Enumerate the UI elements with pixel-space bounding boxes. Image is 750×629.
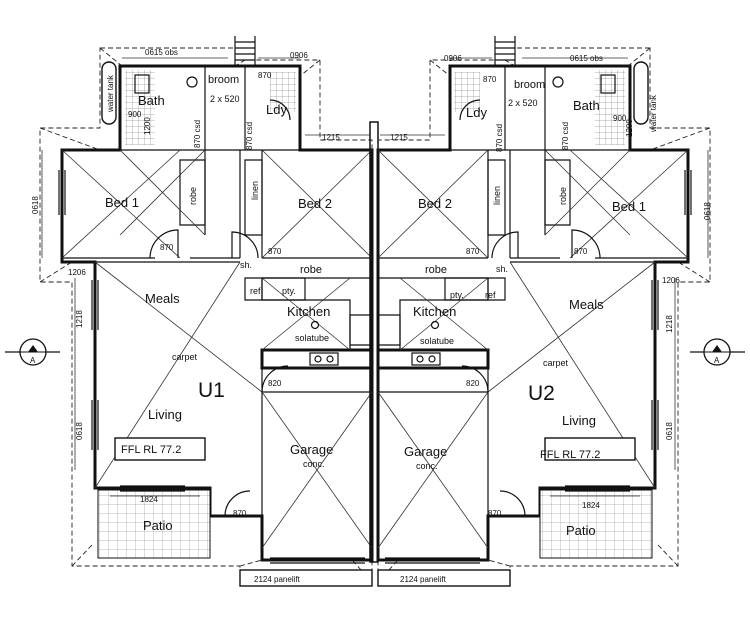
- garage-floor: conc.: [416, 461, 438, 471]
- dim-csd-bath: 870 csd: [561, 122, 570, 150]
- room-patio: Patio: [143, 518, 173, 533]
- dim-1206: 1206: [68, 268, 86, 277]
- dim-870-bed1: 870: [574, 247, 588, 256]
- dim-870-patio: 870: [488, 509, 502, 518]
- section-label: A: [714, 356, 720, 365]
- robe-bed-1: robe: [188, 187, 198, 205]
- robe-hall: robe: [300, 264, 322, 276]
- dim-1218: 1218: [665, 315, 674, 333]
- dim-0618-top: 0618: [703, 202, 712, 220]
- carpet-label: carpet: [543, 358, 569, 368]
- broom-label: broom: [514, 79, 545, 91]
- room-laundry: Ldy: [466, 105, 487, 120]
- dim-0906: 0906: [290, 51, 308, 60]
- carpet-label: carpet: [172, 352, 198, 362]
- dim-csd-laundry: 870 csd: [245, 122, 254, 150]
- unit-u2: U2 Bath Ldy broom Bed 1 Bed 2 robe linen…: [376, 36, 712, 587]
- room-kitchen: Kitchen: [413, 304, 456, 319]
- dim-2x520: 2 x 520: [508, 98, 538, 108]
- dim-panelift: 2124 panelift: [254, 575, 301, 584]
- dim-0618-top: 0618: [31, 196, 40, 214]
- dim-870-bed2: 870: [268, 247, 282, 256]
- solatube-label: solatube: [295, 333, 329, 343]
- dim-0618-low: 0618: [665, 422, 674, 440]
- ffl-level: FFL RL 77.2: [121, 444, 181, 456]
- dim-820: 820: [268, 379, 282, 388]
- dim-csd-bath: 870 csd: [193, 120, 202, 148]
- pantry-label: pty.: [450, 290, 464, 300]
- unit-labels: U1 Bath Ldy broom Bed 1 Bed 2 robe linen…: [31, 48, 340, 584]
- dim-0906: 0906: [444, 54, 462, 63]
- dim-csd-laundry: 870 csd: [495, 124, 504, 152]
- room-bath: Bath: [138, 93, 165, 108]
- unit-name: U1: [198, 379, 225, 402]
- room-meals: Meals: [569, 297, 604, 312]
- unit-u1: U1 Bath Ldy broom Bed 1 Bed 2 robe linen…: [31, 36, 374, 587]
- dim-1200: 1200: [143, 117, 152, 135]
- section-label: A: [30, 356, 36, 365]
- robe-bed-1: robe: [558, 187, 568, 205]
- dim-0618-low: 0618: [75, 422, 84, 440]
- dim-1824: 1824: [582, 501, 600, 510]
- room-bed-1: Bed 1: [612, 199, 646, 214]
- dim-obs: 0615 obs: [570, 54, 603, 63]
- room-bed-2: Bed 2: [418, 196, 452, 211]
- broom-label: broom: [208, 74, 239, 86]
- unit-geometry: [39, 36, 374, 587]
- linen-label: linen: [492, 186, 502, 205]
- room-laundry: Ldy: [266, 102, 287, 117]
- section-marker-right: A: [690, 338, 745, 366]
- dim-1200: 1200: [625, 119, 634, 137]
- dim-900: 900: [613, 114, 627, 123]
- water-tank-label: water tank: [649, 94, 658, 133]
- shower-label: sh.: [240, 260, 252, 270]
- room-garage: Garage: [290, 442, 333, 457]
- pantry-label: pty.: [282, 286, 296, 296]
- water-tank-label: water tank: [106, 74, 115, 113]
- dim-870-patio: 870: [233, 509, 247, 518]
- robe-hall: robe: [425, 264, 447, 276]
- linen-label: linen: [250, 181, 260, 200]
- fridge-label: ref: [485, 290, 496, 300]
- dim-panelift: 2124 panelift: [400, 575, 447, 584]
- dim-870-top: 870: [483, 75, 497, 84]
- solatube-label: solatube: [420, 336, 454, 346]
- garage-floor: conc.: [303, 459, 325, 469]
- dim-1824: 1824: [140, 495, 158, 504]
- room-patio: Patio: [566, 523, 596, 538]
- room-meals: Meals: [145, 291, 180, 306]
- room-bath: Bath: [573, 98, 600, 113]
- room-kitchen: Kitchen: [287, 304, 330, 319]
- room-living: Living: [148, 407, 182, 422]
- room-garage: Garage: [404, 444, 447, 459]
- unit-name: U2: [528, 382, 555, 405]
- section-marker-left: A: [5, 338, 60, 366]
- dim-870-top: 870: [258, 71, 272, 80]
- unit-labels: U2 Bath Ldy broom Bed 1 Bed 2 robe linen…: [390, 54, 712, 584]
- dim-2x520: 2 x 520: [210, 94, 240, 104]
- ffl-level: FFL RL 77.2: [540, 449, 600, 461]
- dim-1215: 1215: [322, 133, 340, 142]
- dim-obs: 0615 obs: [145, 48, 178, 57]
- dim-870-bed1: 870: [160, 243, 174, 252]
- room-living: Living: [562, 413, 596, 428]
- room-bed-2: Bed 2: [298, 196, 332, 211]
- shower-label: sh.: [496, 264, 508, 274]
- fridge-label: ref: [250, 286, 261, 296]
- dim-1218: 1218: [75, 310, 84, 328]
- dim-1206: 1206: [662, 276, 680, 285]
- dim-870-bed2: 870: [466, 247, 480, 256]
- dim-900: 900: [128, 110, 142, 119]
- room-bed-1: Bed 1: [105, 195, 139, 210]
- unit-geometry: [376, 36, 711, 587]
- dim-820: 820: [466, 379, 480, 388]
- dim-1215: 1215: [390, 133, 408, 142]
